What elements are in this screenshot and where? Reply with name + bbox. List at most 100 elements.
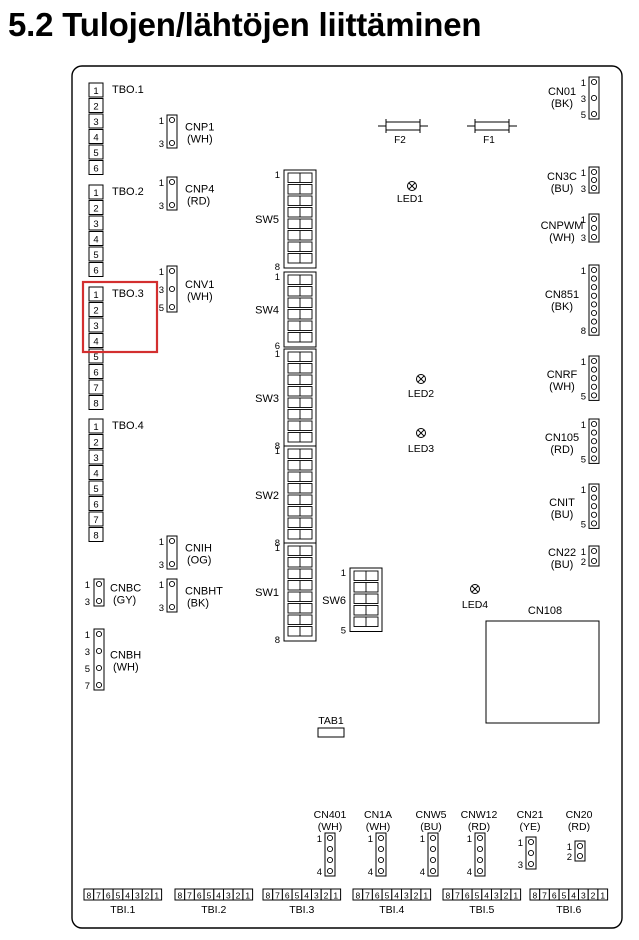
connector-color: (WH) <box>549 381 575 393</box>
tbo-terminal-number: 3 <box>93 117 98 128</box>
tbi-terminal-number: 8 <box>445 891 450 901</box>
tbo-terminal <box>88 98 104 113</box>
pin-number: 5 <box>581 454 586 465</box>
led-cross <box>417 429 425 437</box>
pin-number: 1 <box>581 215 586 226</box>
tbo-terminal-number: 1 <box>93 290 98 301</box>
pin-header-body <box>375 832 387 877</box>
tbo-terminal <box>88 480 104 496</box>
tbi-terminal-number: 8 <box>177 891 182 901</box>
pin-number: 8 <box>581 326 586 337</box>
led-label: LED2 <box>408 388 434 400</box>
tab1-label: TAB1 <box>318 715 344 727</box>
pin-number: 3 <box>159 201 164 212</box>
led-label: LED4 <box>462 599 488 611</box>
pin-hole <box>590 275 598 282</box>
tbo-terminal-number: 8 <box>93 531 98 542</box>
pin-header-body <box>588 264 600 336</box>
tbo-terminal <box>88 215 104 231</box>
tbi-terminal-number: 4 <box>216 891 221 901</box>
tbi-terminal-number: 5 <box>385 891 390 901</box>
tbo-terminal-number: 6 <box>93 164 98 175</box>
pin-hole <box>590 420 598 428</box>
connector-color: (WH) <box>187 134 213 146</box>
connector-color: (WH) <box>318 821 343 833</box>
connector-label: CNIH <box>185 543 212 555</box>
tbi-terminal-number: 7 <box>542 891 547 901</box>
dip-switch-first-number: 1 <box>275 446 280 457</box>
tbo-terminal-number: 6 <box>93 266 98 277</box>
tbo-terminal <box>88 302 104 317</box>
pin-hole <box>590 455 598 462</box>
connector-color: (BK) <box>551 98 573 110</box>
connector-label: CNW5 <box>416 809 447 821</box>
tbo-terminal-number: 5 <box>93 352 98 363</box>
dip-switch-first-number: 1 <box>275 349 280 360</box>
connector-label: CNBC <box>110 583 141 595</box>
pin-number: 7 <box>85 681 90 692</box>
pin-hole <box>95 681 103 689</box>
dip-switch-label: SW2 <box>255 490 279 502</box>
pin-header-body <box>93 578 105 607</box>
pin-hole <box>168 285 176 293</box>
pin-number: 5 <box>85 664 90 675</box>
page-title: 5.2 Tulojen/lähtöjen liittäminen <box>8 6 482 43</box>
dip-switch-first-number: 1 <box>341 568 346 579</box>
led-led1: LED1 <box>397 181 423 205</box>
tbi-terminal <box>510 888 522 901</box>
tbo-terminal <box>88 465 104 480</box>
tbo-terminal-number: 4 <box>93 469 98 480</box>
pin-hole <box>168 201 176 209</box>
fuse-label: F2 <box>394 135 406 146</box>
tbi-terminal-number: 1 <box>333 891 338 901</box>
pin-header-body <box>324 832 336 877</box>
pin-hole <box>429 867 437 875</box>
tbi-terminal-number: 2 <box>324 891 329 901</box>
connector-color: (BU) <box>551 559 574 571</box>
tbo-label: TBO.4 <box>112 420 144 432</box>
connector-label: CN3C <box>547 171 577 183</box>
dip-switch-first-number: 1 <box>275 543 280 554</box>
connector-color: (OG) <box>187 555 211 567</box>
pin-hole <box>590 485 598 493</box>
tbo-terminal-number: 6 <box>93 500 98 511</box>
tbo-label: TBO.3 <box>112 288 144 300</box>
tbo-terminal-number: 5 <box>93 148 98 159</box>
tbi-terminal-number: 3 <box>226 891 231 901</box>
tbi-terminal-number: 1 <box>245 891 250 901</box>
pin-hole <box>476 845 484 853</box>
tbo-terminal-number: 7 <box>93 515 98 526</box>
dip-switch-last-number: 5 <box>341 626 346 637</box>
connector-label: CNPWM <box>541 220 584 232</box>
pin-hole <box>590 503 598 510</box>
pin-header-body <box>93 628 105 691</box>
tbi-terminal-number: 6 <box>285 891 290 901</box>
pin-header-body <box>474 832 486 877</box>
pin-hole <box>377 845 385 853</box>
tbo-terminal-number: 2 <box>93 306 98 317</box>
pin-hole <box>168 178 176 186</box>
tbi-terminal-number: 2 <box>504 891 509 901</box>
tbo-terminal-number: 7 <box>93 383 98 394</box>
tbo-label: TBO.2 <box>112 186 144 198</box>
dip-switch-last-number: 6 <box>275 341 280 352</box>
tbo-terminal <box>88 200 104 215</box>
led-cross <box>471 585 479 593</box>
connector-label: CNP4 <box>185 184 214 196</box>
tbo-terminal <box>88 317 104 333</box>
tbo-terminal-number: 1 <box>93 86 98 97</box>
pin-number: 1 <box>518 838 523 849</box>
connector-label: CN105 <box>545 432 579 444</box>
pin-hole <box>326 834 334 842</box>
